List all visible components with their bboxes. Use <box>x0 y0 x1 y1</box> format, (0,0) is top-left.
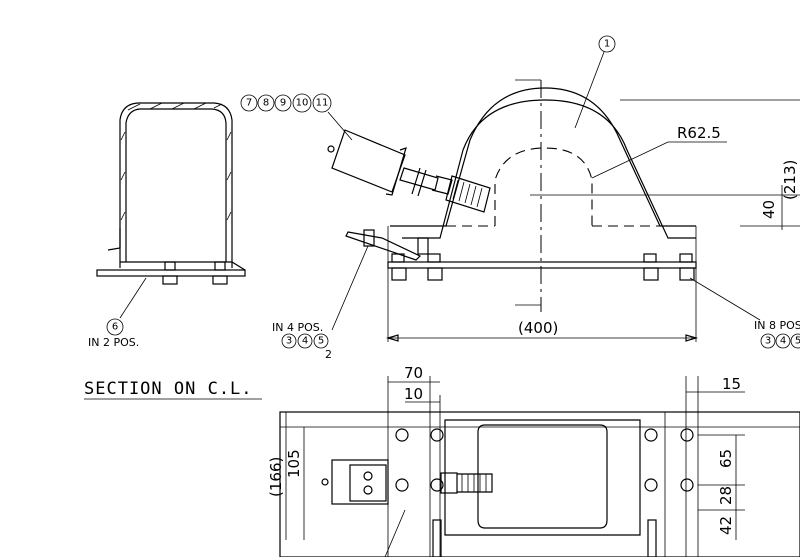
bubble-6-label: 6 <box>112 322 118 333</box>
bubble-3-left: 3 <box>286 336 292 347</box>
bubble-1: 1 <box>574 35 616 129</box>
in-2-pos-note: IN 2 POS. <box>88 336 139 349</box>
saddle-bracket <box>345 87 697 342</box>
bubble-5-left: 5 <box>318 336 324 347</box>
bubble-11: 11 <box>316 98 329 109</box>
bubble-4-left: 4 <box>302 336 308 347</box>
in-8-pos-note: IN 8 POS <box>754 319 800 332</box>
radius-label: R62.5 <box>677 124 721 142</box>
bubble-1-label: 1 <box>604 39 610 50</box>
dim-42: 42 <box>717 516 735 535</box>
dim-213: (213) <box>781 160 799 200</box>
dim-400: (400) <box>518 319 558 337</box>
in-4-pos-note: IN 4 POS. <box>272 321 323 334</box>
plan-view <box>279 376 800 557</box>
bubbles-7-11: 7 8 9 10 11 <box>240 93 332 113</box>
bubble-5-right: 5 <box>795 336 800 347</box>
leader-7-11 <box>327 111 353 141</box>
dim-28: 28 <box>717 486 735 505</box>
bubbles-3-5-left: 3 4 5 <box>281 333 329 349</box>
bubble-6: 6 <box>106 318 124 336</box>
radius-leader <box>591 141 727 179</box>
bubble-10: 10 <box>296 98 309 109</box>
bubbles-3-5-right: 3 4 5 <box>760 333 800 349</box>
dim-65: 65 <box>717 449 735 468</box>
bubble-8: 8 <box>263 98 269 109</box>
dim-105: 105 <box>285 449 303 478</box>
bubble-3-right: 3 <box>765 336 771 347</box>
note-2: 2 <box>325 348 332 361</box>
dim-10: 10 <box>404 385 423 403</box>
bubble-9: 9 <box>280 98 286 109</box>
bubble-4-right: 4 <box>780 336 786 347</box>
bubble-7: 7 <box>246 98 252 109</box>
dim-166: (166) <box>267 457 285 497</box>
dim-15: 15 <box>722 375 741 393</box>
section-title: SECTION ON C.L. <box>84 379 253 399</box>
section-view-bracket <box>96 102 246 319</box>
dim-70: 70 <box>404 364 423 382</box>
dim-40: 40 <box>760 200 778 219</box>
cylinder-actuator <box>327 129 491 213</box>
